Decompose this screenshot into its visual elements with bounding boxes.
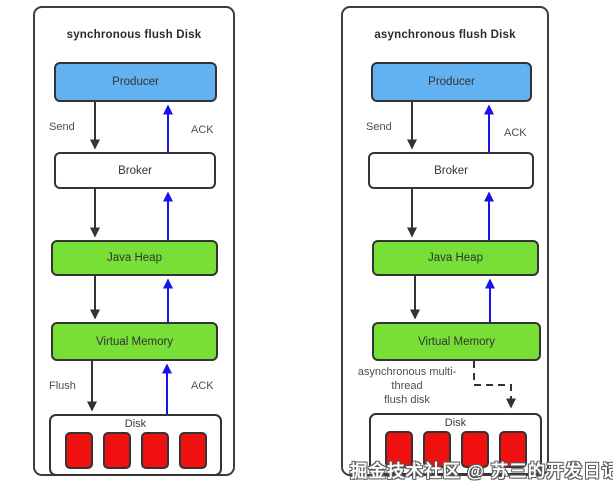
disk-label: Disk xyxy=(444,417,467,429)
send-label: Send xyxy=(366,121,392,133)
disk-block xyxy=(498,431,527,468)
virtual-memory-node: Virtual Memory xyxy=(51,322,218,361)
producer-node: Producer xyxy=(54,62,217,102)
panel-title: asynchronous flush Disk xyxy=(374,29,516,41)
disk-node: Disk xyxy=(369,413,542,475)
disk-blocks xyxy=(51,432,220,469)
disk-block xyxy=(422,431,451,468)
java-heap-node: Java Heap xyxy=(51,240,218,276)
disk-node: Disk xyxy=(49,414,222,476)
panel-synchronous-flush: synchronous flush Disk Producer Send ACK… xyxy=(33,6,235,476)
disk-label: Disk xyxy=(124,418,147,430)
broker-node: Broker xyxy=(368,152,534,189)
ack-label-bottom: ACK xyxy=(191,380,214,392)
disk-block xyxy=(102,432,131,469)
async-flush-note: asynchronous multi- thread flush disk xyxy=(357,366,457,406)
watermark: 掘金技术社区 @ 苏三的开发日记 xyxy=(350,461,613,481)
disk-block xyxy=(140,432,169,469)
disk-blocks xyxy=(371,431,540,468)
panel-title: synchronous flush Disk xyxy=(66,29,202,41)
disk-block xyxy=(384,431,413,468)
disk-block xyxy=(64,432,93,469)
java-heap-node: Java Heap xyxy=(372,240,539,276)
ack-label-top: ACK xyxy=(191,124,214,136)
async-flush-dashed-arrow xyxy=(473,361,516,409)
ack-label-top: ACK xyxy=(504,127,527,139)
disk-block xyxy=(178,432,207,469)
flush-label: Flush xyxy=(49,380,76,392)
send-label: Send xyxy=(49,121,75,133)
producer-node: Producer xyxy=(371,62,532,102)
virtual-memory-node: Virtual Memory xyxy=(372,322,541,361)
disk-block xyxy=(460,431,489,468)
panel-asynchronous-flush: asynchronous flush Disk Producer Send AC… xyxy=(341,6,549,476)
broker-node: Broker xyxy=(54,152,216,189)
